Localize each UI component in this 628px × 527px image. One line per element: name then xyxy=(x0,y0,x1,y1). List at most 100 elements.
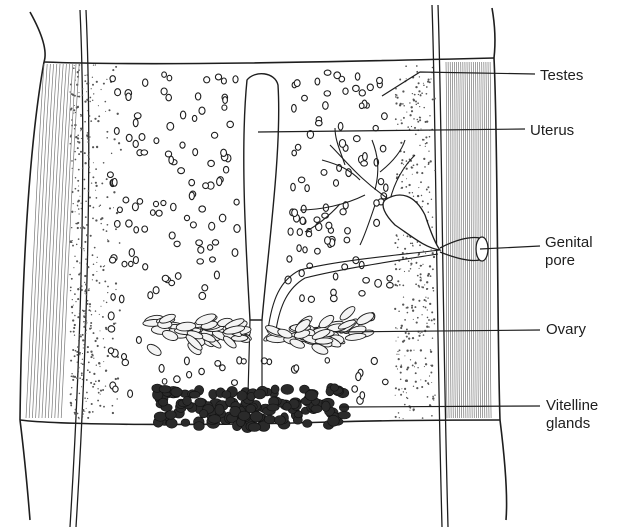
stipple-dot xyxy=(421,172,423,174)
stipple-dot xyxy=(75,177,77,179)
stipple-dot xyxy=(107,286,109,288)
stipple-dot xyxy=(77,227,79,229)
testis-follicle xyxy=(292,104,297,112)
stipple-dot xyxy=(427,274,429,276)
stipple-dot xyxy=(86,401,87,402)
testis-follicle xyxy=(169,156,174,164)
stipple-dot xyxy=(397,280,399,282)
testis-follicle xyxy=(133,119,138,127)
stipple-dot xyxy=(97,345,99,347)
stipple-dot xyxy=(89,196,91,198)
stipple-dot xyxy=(403,418,404,419)
stipple-dot xyxy=(400,103,402,105)
stipple-dot xyxy=(111,153,112,154)
stipple-dot xyxy=(403,164,404,165)
stipple-dot xyxy=(90,356,92,358)
testis-follicle xyxy=(122,354,127,360)
stipple-dot xyxy=(106,131,108,133)
testis-follicle xyxy=(374,219,380,226)
stipple-dot xyxy=(95,219,97,221)
testis-follicle xyxy=(305,185,310,192)
testis-follicle xyxy=(193,149,198,156)
stipple-dot xyxy=(407,312,409,314)
stipple-dot xyxy=(398,389,400,391)
testis-follicle xyxy=(371,357,377,364)
stipple-dot xyxy=(83,347,84,348)
testis-follicle xyxy=(114,221,120,228)
stipple-dot xyxy=(78,340,80,342)
testis-follicle xyxy=(126,93,131,100)
stipple-dot xyxy=(398,311,400,313)
stipple-dot xyxy=(432,216,433,217)
stipple-dot xyxy=(397,124,398,125)
stipple-dot xyxy=(103,406,105,408)
stipple-dot xyxy=(84,121,86,123)
stipple-dot xyxy=(104,346,106,348)
stipple-dot xyxy=(82,339,84,341)
stipple-dot xyxy=(426,120,428,122)
stipple-dot xyxy=(410,359,411,360)
stipple-dot xyxy=(416,65,418,67)
stipple-dot xyxy=(88,166,90,168)
stipple-dot xyxy=(82,353,83,354)
stipple-dot xyxy=(83,227,85,229)
testis-follicle xyxy=(110,257,116,263)
stipple-dot xyxy=(89,152,90,153)
stipple-dot xyxy=(74,65,75,66)
stipple-dot xyxy=(396,236,397,237)
stipple-dot xyxy=(72,319,74,321)
stipple-dot xyxy=(107,355,109,357)
testis-follicle xyxy=(384,184,388,191)
stipple-dot xyxy=(102,389,104,391)
stipple-dot xyxy=(85,283,87,285)
stipple-dot xyxy=(80,247,82,249)
stipple-dot xyxy=(79,313,80,314)
testis-follicle xyxy=(215,74,221,80)
stipple-dot xyxy=(89,303,91,305)
stipple-dot xyxy=(113,138,115,140)
stipple-dot xyxy=(411,305,413,307)
stipple-dot xyxy=(432,287,434,289)
stipple-dot xyxy=(431,249,432,250)
stipple-dot xyxy=(71,306,73,308)
stipple-dot xyxy=(77,141,79,143)
vitelline-follicle xyxy=(271,385,279,394)
stipple-dot xyxy=(395,268,397,270)
stipple-dot xyxy=(112,412,114,414)
testis-follicle xyxy=(314,217,320,223)
stipple-dot xyxy=(425,380,427,382)
stipple-dot xyxy=(112,69,114,71)
stipple-dot xyxy=(419,119,421,121)
stipple-dot xyxy=(96,81,98,83)
vitelline-follicle xyxy=(250,412,262,422)
stipple-dot xyxy=(77,190,79,192)
stipple-dot xyxy=(406,379,408,381)
stipple-dot xyxy=(413,164,415,166)
stipple-dot xyxy=(104,265,105,266)
stipple-dot xyxy=(398,412,400,414)
stipple-dot xyxy=(425,253,426,254)
stipple-dot xyxy=(402,103,404,105)
stipple-dot xyxy=(420,349,422,351)
stipple-dot xyxy=(423,158,425,160)
testis-follicle xyxy=(339,139,345,147)
stipple-dot xyxy=(106,178,108,180)
stipple-dot xyxy=(401,388,402,389)
stipple-dot xyxy=(72,245,74,247)
label-genital-pore: Genital pore xyxy=(545,234,593,270)
stipple-dot xyxy=(90,322,92,324)
stipple-dot xyxy=(73,267,74,268)
stipple-dot xyxy=(84,292,85,293)
stipple-dot xyxy=(395,365,397,367)
stipple-dot xyxy=(95,185,97,187)
stipple-dot xyxy=(83,344,84,345)
stipple-dot xyxy=(78,169,80,171)
stipple-dot xyxy=(81,289,83,291)
stipple-dot xyxy=(399,79,401,81)
stipple-dot xyxy=(401,159,403,161)
stipple-dot xyxy=(96,262,97,263)
stipple-dot xyxy=(85,289,87,291)
stipple-dot xyxy=(434,170,435,171)
testis-follicle xyxy=(380,145,386,152)
testis-follicle xyxy=(234,225,240,233)
